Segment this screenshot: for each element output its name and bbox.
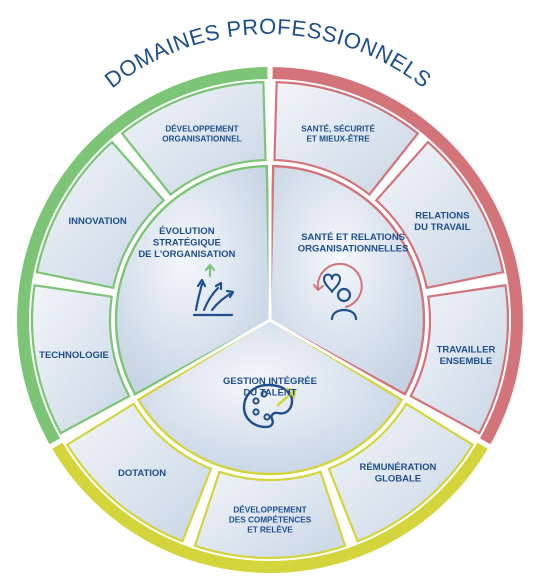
domain-segment[interactable]: [374, 140, 505, 290]
core-divider: [269, 318, 405, 399]
segment-label-line: DU TRAVAIL: [414, 222, 470, 233]
segment-label-line: TECHNOLOGIE: [39, 350, 109, 361]
segment-label-line: DÉVELOPPEMENT: [165, 124, 238, 134]
green-core-sector[interactable]: [114, 164, 272, 396]
domain-segment[interactable]: [327, 402, 475, 543]
segment-label-line: SANTÉ, SÉCURITÉ: [301, 124, 375, 134]
domain-segment[interactable]: [30, 283, 131, 435]
diagram-title-text: DOMAINES PROFESSIONNELS: [100, 14, 436, 93]
segment-label-line: ET MIEUX-ÊTRE: [306, 133, 370, 144]
core-divider: [135, 318, 271, 399]
red-core-label-line: ORGANISATIONNELLES: [298, 243, 409, 254]
segment-label-line: DOTATION: [118, 468, 166, 479]
segment-label-line: RÉMUNÉRATION: [359, 462, 436, 473]
segment-label-line: ENSEMBLE: [440, 356, 493, 367]
domain-segment[interactable]: [273, 80, 420, 197]
yellow-core-label-line: DU TALENT: [243, 387, 296, 398]
yellow-core-label-line: GESTION INTÉGRÉE: [223, 376, 317, 387]
segment-label-line: ET RELÈVE: [247, 525, 293, 535]
segment-label-line: DÉVELOPPEMENT: [233, 505, 306, 515]
segment-label-line: ORGANISATIONNEL: [162, 135, 241, 144]
segment-label-line: TRAVAILLER: [437, 344, 496, 355]
domain-segment[interactable]: [65, 402, 213, 543]
red-core-sector[interactable]: [268, 164, 426, 396]
segment-label-line: INNOVATION: [69, 216, 127, 227]
domain-segment[interactable]: [409, 283, 510, 435]
red-outer-band: [272, 67, 523, 445]
green-core-label-line: DE L'ORGANISATION: [138, 249, 235, 260]
core-layer: [114, 164, 426, 476]
domain-segment[interactable]: [35, 140, 166, 290]
segment-label: INNOVATION: [69, 216, 127, 227]
domain-segment[interactable]: [193, 470, 347, 560]
yellow-outer-band: [52, 442, 488, 573]
segment-label-line: RELATIONS: [415, 210, 469, 221]
icons-layer: [192, 262, 363, 429]
segment-label: TECHNOLOGIE: [39, 350, 109, 361]
yellow-core-sector[interactable]: [136, 318, 404, 476]
green-outer-band: [16, 67, 268, 445]
red-core-label-line: SANTÉ ET RELATIONS: [301, 232, 405, 243]
segment-label: DOTATION: [118, 468, 166, 479]
segment-label-line: GLOBALE: [375, 474, 421, 485]
green-core-label-line: STRATÉGIQUE: [153, 238, 221, 249]
palette-icon: [242, 383, 297, 429]
segment-label-line: DES COMPÉTENCES: [229, 515, 312, 525]
outer-ring-layer: [16, 67, 523, 573]
diagram-title: DOMAINES PROFESSIONNELS: [100, 14, 436, 93]
green-core-label-line: ÉVOLUTION: [159, 226, 215, 237]
domain-segment[interactable]: [120, 80, 267, 197]
heart-person-icon: [313, 262, 363, 321]
growth-arrows-icon: [192, 263, 235, 317]
